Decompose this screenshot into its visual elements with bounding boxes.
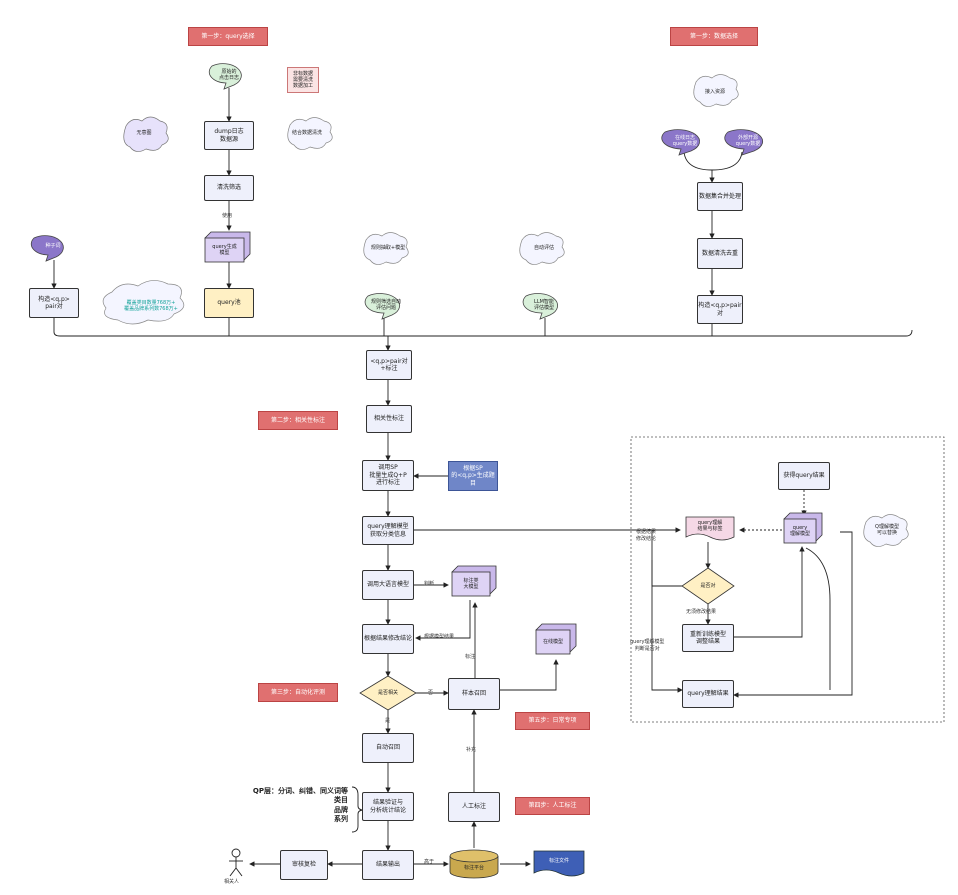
box-consolidate: 结果验证与 分析统计结论 [362,792,414,821]
db-label-platform: 标注平台 [463,864,484,871]
step5-banner: 第五步：日常专项 [515,712,590,730]
box-sample-recall: 样本召回 [448,678,500,710]
step2-banner: 第二步：相关性标注 [258,411,338,430]
label-no-change: 无须修改结果 [686,609,717,615]
cloud-access-resources: 接入资源 [704,88,725,95]
box-dataset-merge: 数据集合并处理 [697,182,743,211]
label-model-result: 根据模型结果 [424,634,455,640]
step1-data-banner: 第一步：数据选择 [670,27,758,46]
cube-query-model: query 理解模型 [789,524,810,537]
box-manual-review: 审核复检 [280,850,328,880]
box-batch-generate: 调用SP 批量生成Q+P 进行标注 [362,460,414,491]
box-build-qp-pair-left: 构造<q,p> pair对 [29,288,79,318]
box-get-query-result: 获得query结果 [778,462,830,490]
box-auto-recall: 自动召回 [362,733,414,763]
box-retrain-model: 重新训练模型 调整结果 [682,624,734,652]
diamond-is-correct: 是否对 [700,582,716,589]
box-query-understanding: query理解模型 获取分类信息 [362,516,414,545]
cube-online-model: 在线模型 [542,638,563,645]
label-judge-correct: query理解模型 判断是否对 [630,639,665,652]
cloud-rule-model: 规则抽取+模型 [370,244,406,251]
note-nonstandard-data: 非标数据 需要清洗 数据加工 [287,67,319,93]
box-query-result: query理解结果 [682,680,734,708]
bubble-seed-words: 种子词 [45,242,61,249]
label-higher: 高于 [424,859,435,865]
bubble-llm-eval: LLM智能 评估模型 [533,298,554,311]
qp-layer-note: QP层：分词、纠错、同义词等 类目 品牌 系列 [252,787,348,824]
cube-query-gen-model: query生成 模型 [212,243,237,256]
step1-query-banner: 第一步：query选择 [188,27,268,46]
box-sp-generate-questions: 根据SP 的<q,p>生成题目 [448,461,498,491]
label-supplement: 补充 [466,747,477,753]
box-correct-conclusion: 根据结果修改结论 [362,624,414,654]
box-manual-label: 人工标注 [448,792,500,822]
box-query-pool: query池 [204,288,254,318]
box-final-output: 结果输出 [362,850,414,880]
person-relevant: 相关人 [224,879,240,885]
bubble-click-log: 原始的 点击日志 [218,68,239,81]
step3-banner: 第三步：自动化评测 [258,683,338,702]
box-call-llm: 调用大语言模型 [362,570,414,600]
bubble-online-log: 在线日志 query数据 [672,134,698,147]
label-modify-by-result: 根据结果 修改结论 [636,529,657,542]
label-yes: 是 [385,718,391,724]
cloud-no-intent: 无意图 [136,129,152,136]
bubble-rule-filter: 规则筛选自动 评估问题 [370,298,401,311]
step4-banner: 第四步：人工标注 [515,797,590,815]
box-relevance-label: 相关性标注 [366,405,412,433]
cube-label-llm: 标注类 大模型 [463,577,479,590]
cloud-shapes [123,116,169,152]
cloud-replaceable: Q理解模型 可以替换 [875,523,899,536]
label-label: 标注 [465,654,476,660]
cloud-auto-eval: 自动评估 [533,244,554,251]
cloud-coverage-stats: 覆盖类目数量768万+ 覆盖品牌系列数768万+ [124,299,178,312]
box-build-qp-pair-right: 构造<q,p>pair对 [697,295,743,324]
box-dump-log: dump日志 数据源 [204,121,254,150]
box-qp-merge: <q,p>pair对 +标注 [366,350,412,380]
bubble-external-data: 外部开源 query数据 [735,134,761,147]
label-judge: 判断 [424,581,435,587]
diamond-is-relevant: 是否相关 [377,689,398,696]
doc-label-file: 标注文件 [548,857,569,864]
box-data-dedup: 数据清洗去重 [697,238,743,269]
box-clean-filter: 清洗筛选 [204,175,254,201]
label-use: 使用 [222,213,233,219]
cloud-combine-cleaning: 结合数据清洗 [291,129,322,136]
label-no: 否 [428,690,434,696]
doc-query-understanding: query理解 结果与标签 [697,519,723,532]
